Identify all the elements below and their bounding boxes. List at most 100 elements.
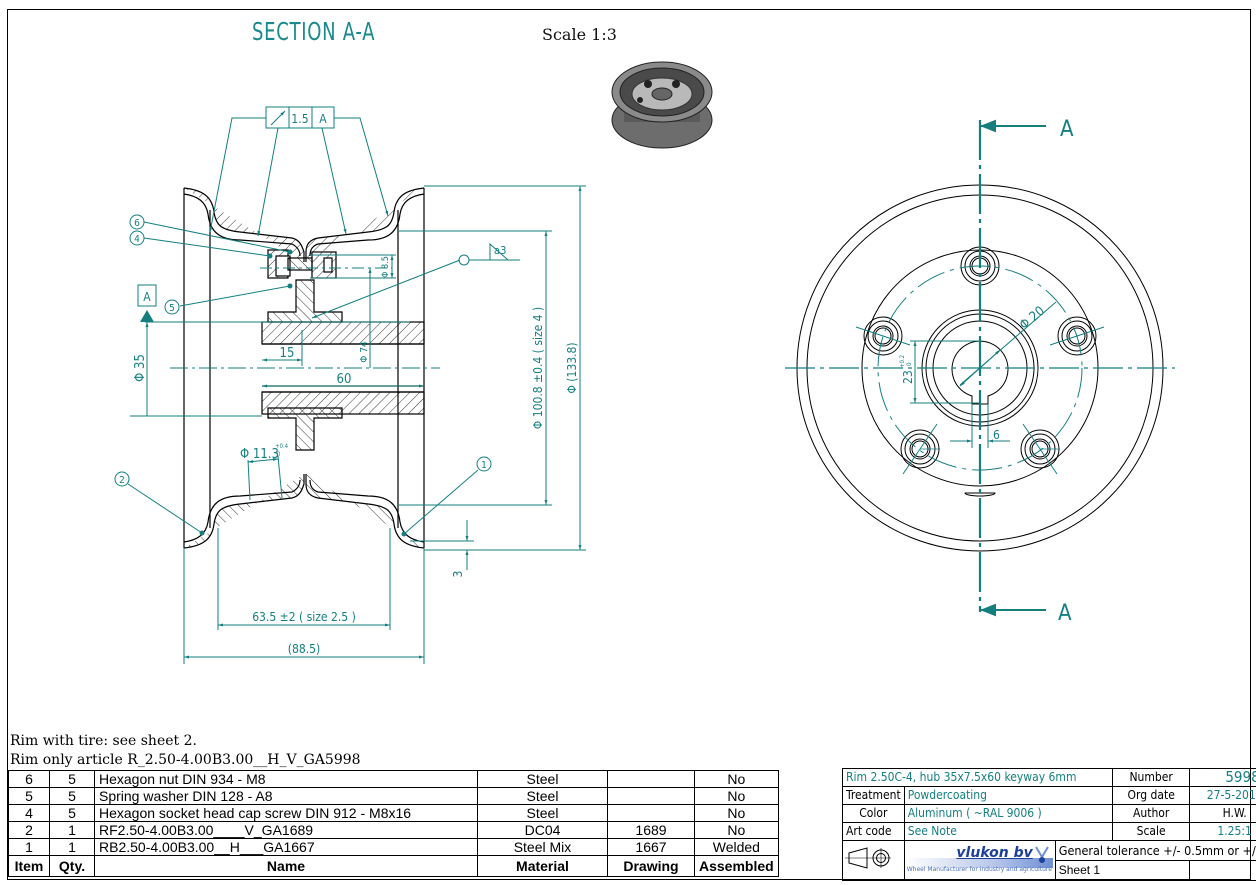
title-block: Rim 2.50C-4, hub 35x7.5x60 keyway 6mm Nu…: [841, 768, 1256, 881]
company-logo: vlukon bv Wheel Manufacturer for industr…: [903, 840, 1056, 881]
tb-treatment-label: Treatment: [842, 786, 905, 805]
tb-org-date: 27-5-2019: [1189, 786, 1256, 805]
bom-assembled: No: [694, 770, 779, 788]
weld-size: a3: [494, 244, 506, 257]
tb-scale-label: Scale: [1112, 822, 1191, 841]
dim-inner-width: 63.5 ±2 ( size 2.5 ): [252, 610, 356, 624]
bolt-hole-left: [863, 316, 903, 356]
company-name: vlukon bv: [956, 844, 1033, 861]
tb-color-label: Color: [842, 804, 905, 823]
dim-outer: Φ (133.8): [565, 342, 579, 393]
bom-material: Steel: [477, 770, 608, 788]
tb-author-label: Author: [1112, 804, 1191, 823]
rim-3d-thumbnail: [611, 61, 713, 149]
bom-header-assembled: Assembled: [694, 855, 779, 877]
tb-art-code-label: Art code: [842, 822, 905, 841]
item-balloons: [114, 214, 492, 487]
section-view: [183, 187, 425, 549]
section-dimensions: [127, 117, 586, 664]
feature-control-frame: 1.5 A: [265, 106, 335, 129]
svg-text:+0.4: +0.4: [275, 443, 289, 450]
view-marker-top: A: [1060, 117, 1074, 142]
tb-org-date-label: Org date: [1112, 786, 1191, 805]
bolt-hole-right: [1057, 316, 1097, 356]
bom-drawing: [607, 787, 695, 805]
dim-bead-seat: Φ 100.8 ±0.4 ( size 4 ): [531, 307, 545, 429]
bom-assembled: No: [694, 804, 779, 822]
scale-note: Scale 1:3: [542, 25, 617, 44]
bom-qty: 5: [49, 787, 95, 805]
fcf-datum: A: [319, 112, 327, 126]
dim-bolt-dia: Φ 8.5: [381, 256, 391, 278]
tb-sheet: Sheet 1: [1054, 860, 1191, 881]
dim-bore: Φ 35: [133, 354, 148, 382]
note-rim-only: Rim only article R_2.50-4.00B3.00__H_V_G…: [10, 752, 361, 768]
section-title: SECTION A-A: [252, 17, 376, 46]
note-rim-with-tire: Rim with tire: see sheet 2.: [10, 733, 197, 749]
drawing-sheet: [7, 9, 1251, 880]
bom-name: RB2.50-4.00B3.00__H___GA1667: [94, 838, 478, 856]
bom-drawing: 1689: [607, 821, 695, 839]
bom-name: Spring washer DIN 128 - A8: [94, 787, 478, 805]
company-slogan: Wheel Manufacturer for industry and agri…: [906, 865, 1052, 873]
bom-qty: 1: [49, 838, 95, 856]
bom-material: DC04: [477, 821, 608, 839]
svg-text:0: 0: [906, 362, 913, 366]
vlukon-logo-icon: [1034, 845, 1049, 863]
bom-assembled: No: [694, 787, 779, 805]
bom-header-qty: Qty.: [49, 855, 95, 877]
dim-60: 60: [337, 372, 352, 387]
svg-text:2: 2: [119, 475, 125, 486]
tb-color: Aluminum ( ~RAL 9006 ): [903, 804, 1114, 823]
bom-drawing: 1667: [607, 838, 695, 856]
bom-item: 5: [8, 787, 50, 805]
dim-keyway-width: 6: [993, 428, 1000, 442]
bom-material: Steel: [477, 804, 608, 822]
bom-item: 1: [8, 838, 50, 856]
third-angle-projection-icon: [845, 847, 891, 869]
tb-description: Rim 2.50C-4, hub 35x7.5x60 keyway 6mm: [841, 768, 1114, 787]
bom-material: Steel Mix: [477, 838, 608, 856]
bom-material: Steel: [477, 787, 608, 805]
bom-assembled: No: [694, 821, 779, 839]
bom-name: RF2.50-4.00B3.00____V_GA1689: [94, 821, 478, 839]
tb-scale: 1.25:1: [1189, 822, 1256, 841]
bom-name: Hexagon nut DIN 934 - M8: [94, 770, 478, 788]
dim-flange: 3: [451, 571, 465, 578]
bom-header-material: Material: [477, 855, 608, 877]
technical-drawing: 1.5 A A 6 4 5 2 1 15 60 Φ 35 Φ 74 Φ 8.5 …: [114, 61, 1175, 664]
svg-text:0: 0: [277, 451, 281, 458]
bom-header-item: Item: [8, 855, 50, 877]
bom-qty: 5: [49, 804, 95, 822]
svg-text:5: 5: [169, 303, 175, 314]
bom-assembled: Welded: [694, 838, 779, 856]
bom-header-drawing: Drawing: [607, 855, 695, 877]
tb-treatment: Powdercoating: [903, 786, 1114, 805]
datum-box: A: [137, 284, 157, 307]
svg-text:4: 4: [134, 234, 140, 245]
svg-text:A: A: [143, 290, 151, 304]
tb-number-label: Number: [1112, 768, 1191, 787]
front-view-centerlines: [785, 119, 1175, 617]
bom-drawing: [607, 770, 695, 788]
bom-header-name: Name: [94, 855, 478, 877]
section-dimension-labels: 15 60 Φ 35 Φ 74 Φ 8.5 Φ 11.3 +0.4 0 a3 Φ…: [133, 244, 579, 656]
bom-header-row: Item Qty. Name Material Drawing Assemble…: [8, 855, 779, 877]
bom-name: Hexagon socket head cap screw DIN 912 - …: [94, 804, 478, 822]
balloon-dots: [140, 249, 407, 537]
runout-arrow-icon: [270, 110, 286, 126]
tb-general-tolerance: General tolerance +/- 0.5mm or +/- 1°: [1054, 840, 1256, 861]
tb-size: A2: [1189, 860, 1256, 881]
svg-text:+0.2: +0.2: [899, 355, 906, 368]
dim-keyway-depth: 23: [901, 370, 915, 384]
view-marker-bottom: A: [1058, 601, 1072, 626]
tb-number: 5998 A: [1189, 768, 1256, 787]
balloon-labels: 6 4 5 2 1: [119, 218, 487, 486]
bom-item: 4: [8, 804, 50, 822]
bom-item: 6: [8, 770, 50, 788]
